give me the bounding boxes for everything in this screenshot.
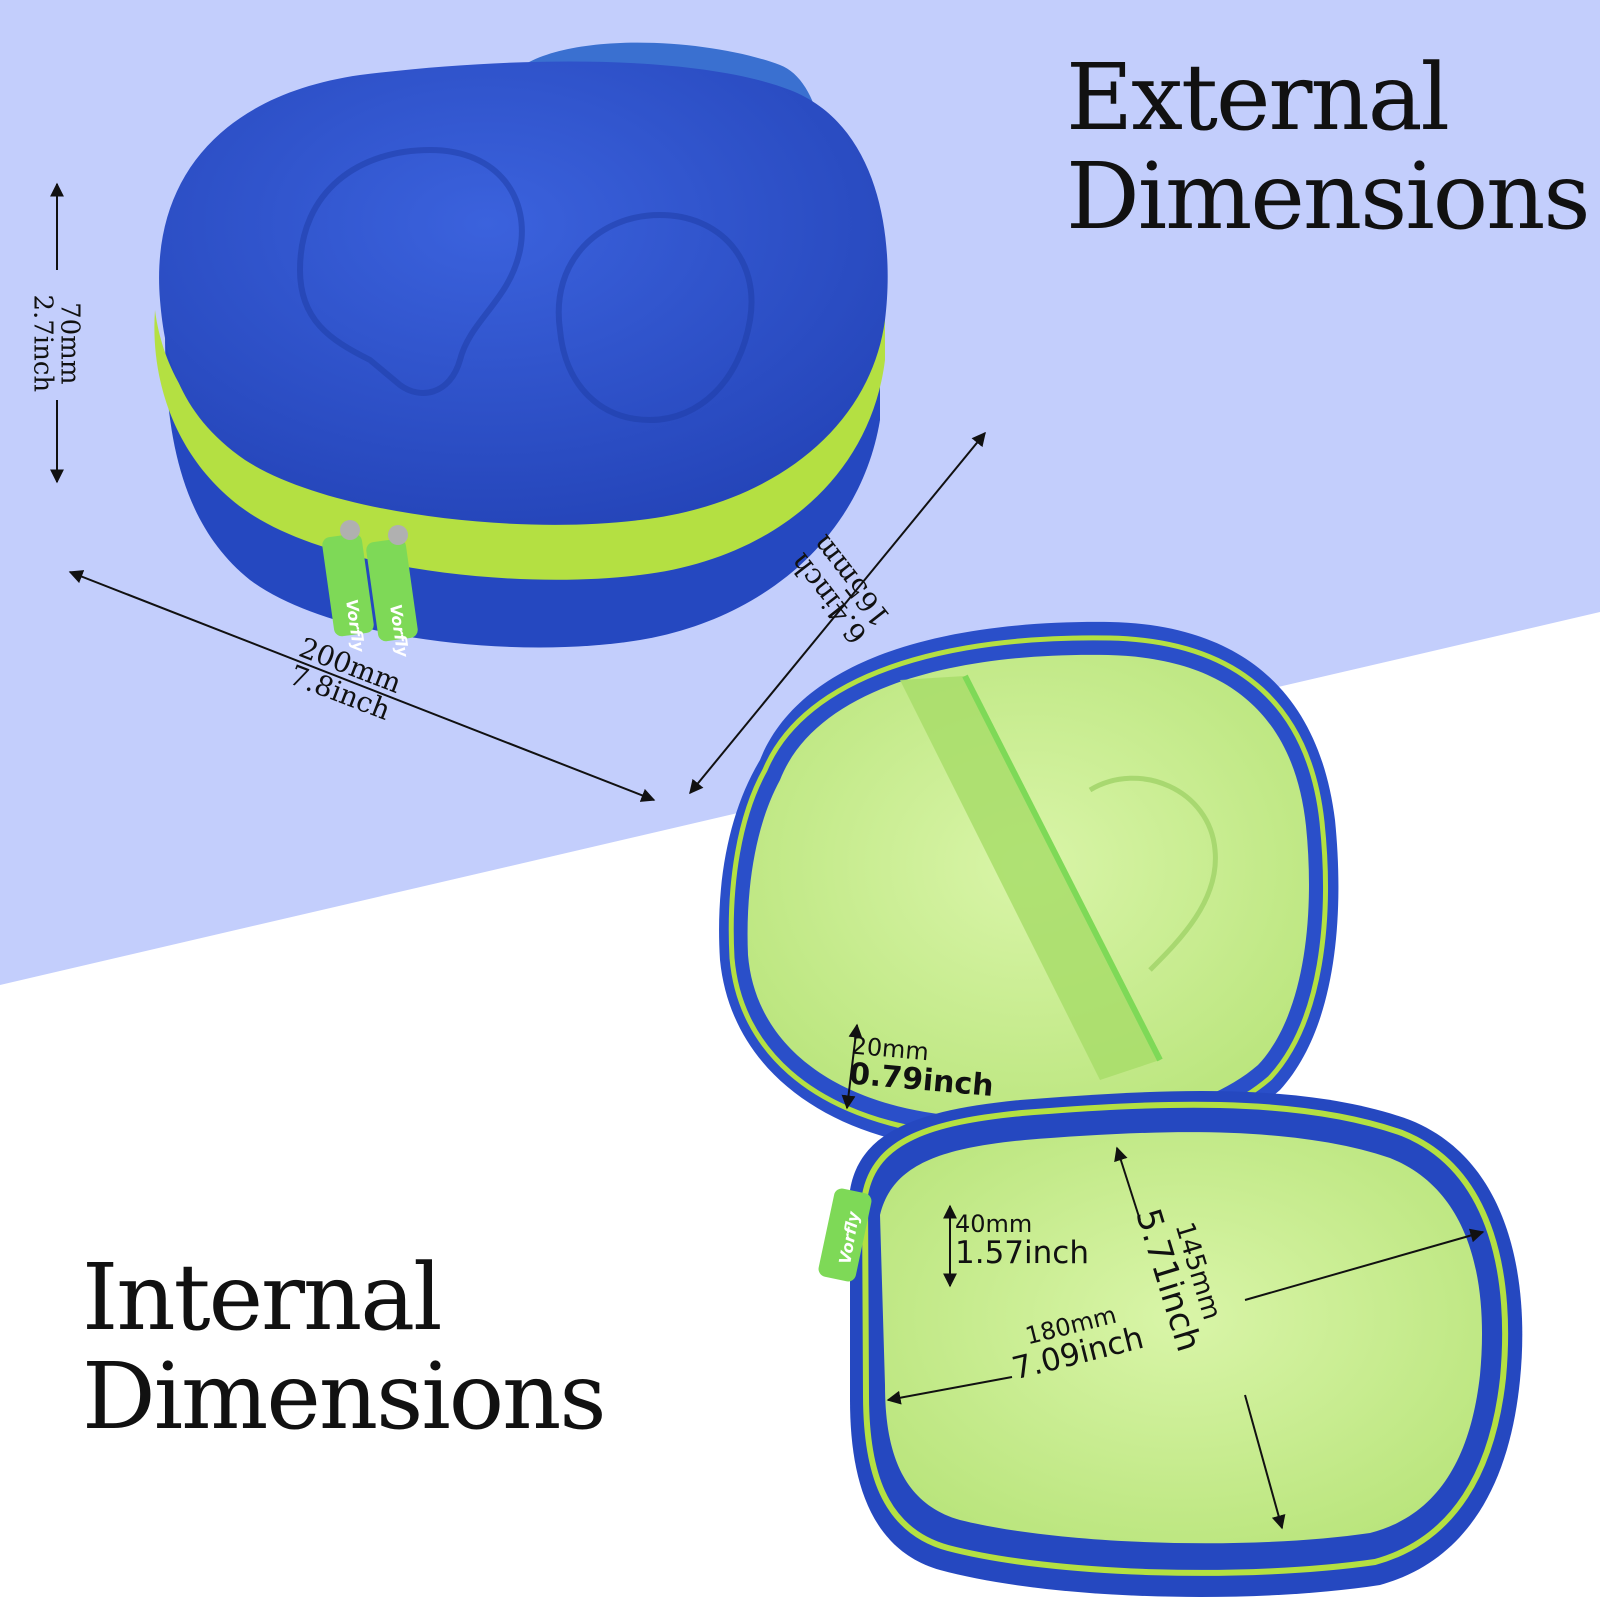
external-height-mm: 70mm	[54, 302, 85, 385]
closed-case: Vorfly Vorfly	[154, 42, 888, 659]
emboss-right	[555, 211, 755, 424]
open-lid-zipper	[728, 635, 1328, 1143]
length-arrow-bottom	[1244, 1394, 1286, 1530]
mesh-pocket	[900, 676, 1160, 1080]
internal-base-depth-mm: 40mm	[955, 1210, 1033, 1238]
external-heading-line2: Dimensions	[1066, 143, 1591, 251]
handle-strap	[505, 42, 826, 230]
emboss-left	[296, 146, 525, 396]
internal-base-depth-inch: 1.57inch	[955, 1235, 1089, 1272]
internal-heading-line1: Internal	[82, 1244, 443, 1351]
open-base-zipper	[861, 1101, 1509, 1576]
lid-depth-arrow	[841, 1023, 863, 1110]
lid-emboss	[1088, 775, 1218, 972]
external-height-label: 70mm 2.7inch	[27, 283, 85, 403]
case-lid	[159, 61, 888, 525]
external-height-inch: 2.7inch	[27, 294, 57, 393]
width-arrow	[68, 570, 656, 802]
open-base-lining	[880, 1132, 1483, 1544]
external-heading-line1: External	[1066, 44, 1450, 151]
width-arrow-right	[1244, 1228, 1485, 1301]
length-arrow-top	[1114, 1146, 1141, 1221]
width-arrow-left	[886, 1376, 1013, 1405]
base-zipper-pull	[818, 1188, 872, 1282]
internal-heading-line2: Dimensions	[82, 1343, 607, 1451]
internal-base-depth-label: 40mm 1.57inch	[955, 1210, 1105, 1272]
internal-lid-depth-label: 20mm 0.79inch	[848, 1032, 1002, 1105]
depth-arrow	[689, 431, 986, 795]
open-case: Vorfly	[719, 621, 1523, 1597]
external-dimensions-heading: External Dimensions	[1066, 44, 1591, 251]
internal-dimensions-heading: Internal Dimensions	[82, 1244, 607, 1451]
